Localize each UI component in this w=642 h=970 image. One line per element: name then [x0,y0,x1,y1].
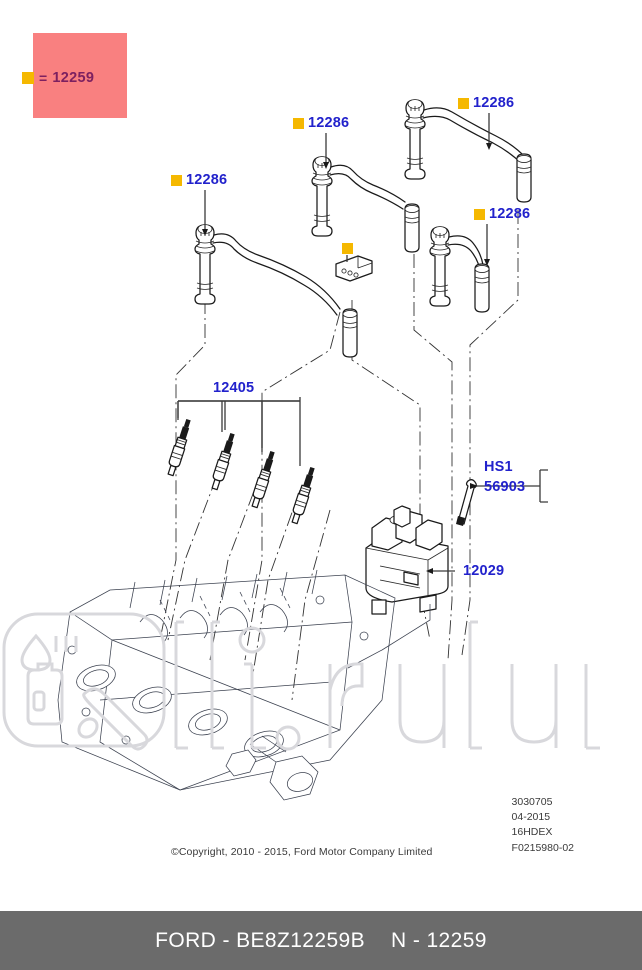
orange-square-icon [342,243,353,254]
reference-code-block: 3030705 04-2015 16HDEX F0215980-02 [512,795,574,856]
orange-square-icon [474,208,485,220]
callout-12405-spark-plugs[interactable]: 12405 [213,381,254,396]
ref-code-engine: 16HDEX [511,826,553,839]
orange-square-icon [171,174,182,186]
orange-square-icon [22,72,34,84]
callout-hs1-56903-bolt[interactable]: HS1 56903 [484,458,525,497]
alignment-lines [159,210,519,701]
legend-equals-sign: = [39,70,48,86]
ignition-wire-top-right [404,98,532,203]
callout-12029-ignition-coil[interactable]: 12029 [463,564,504,579]
brand-part-number: FORD - BE8Z12259B [155,928,366,952]
spark-plug-set [164,397,319,526]
callout-56903-line: 56903 [484,478,526,495]
callout-label-text: 12029 [463,563,505,579]
highlight-swatch-box [33,33,127,118]
ref-code-drawing: 3030705 [511,796,553,808]
ignition-wire-middle [311,155,420,253]
ref-code-date: 04-2015 [511,811,551,824]
legend-row: = 12259 [22,70,94,86]
ignition-coil-pack [365,505,449,615]
wire-retaining-clip [335,255,373,282]
callout-label-text: 12286 [308,115,350,131]
legend-part-number: 12259 [52,70,95,86]
orange-square-icon [293,117,304,129]
callout-12286-left[interactable]: 12286 [171,173,227,188]
callout-12286-middle[interactable]: 12286 [293,116,349,131]
copyright-notice: ©Copyright, 2010 - 2015, Ford Motor Comp… [171,846,433,858]
callout-12286-top-right[interactable]: 12286 [458,96,514,111]
callout-label-text: 12286 [186,172,228,188]
callout-leader-lines [202,113,492,574]
exploded-parts-illustration: .ln { fill:none; stroke:#1a1a1a; stroke-… [57,98,548,801]
callout-12286-lower-right[interactable]: 12286 [474,207,530,222]
ref-code-figure: F0215980-02 [511,841,574,854]
callout-label-text: 12286 [489,206,531,222]
callout-label-text: 12405 [213,380,255,396]
callout-label-text: 12286 [473,95,515,111]
orange-square-icon [458,97,469,109]
part-number-bar: FORD - BE8Z12259B N - 12259 [0,911,642,970]
ignition-wire-left [194,223,358,358]
callout-bracket-marker[interactable] [342,243,353,254]
diagram-canvas: .ln { fill:none; stroke:#1a1a1a; stroke-… [57,98,548,801]
catalog-reference: N - 12259 [391,928,487,952]
ignition-wire-lower-right [429,225,490,313]
callout-hs1-line: HS1 [484,459,513,475]
